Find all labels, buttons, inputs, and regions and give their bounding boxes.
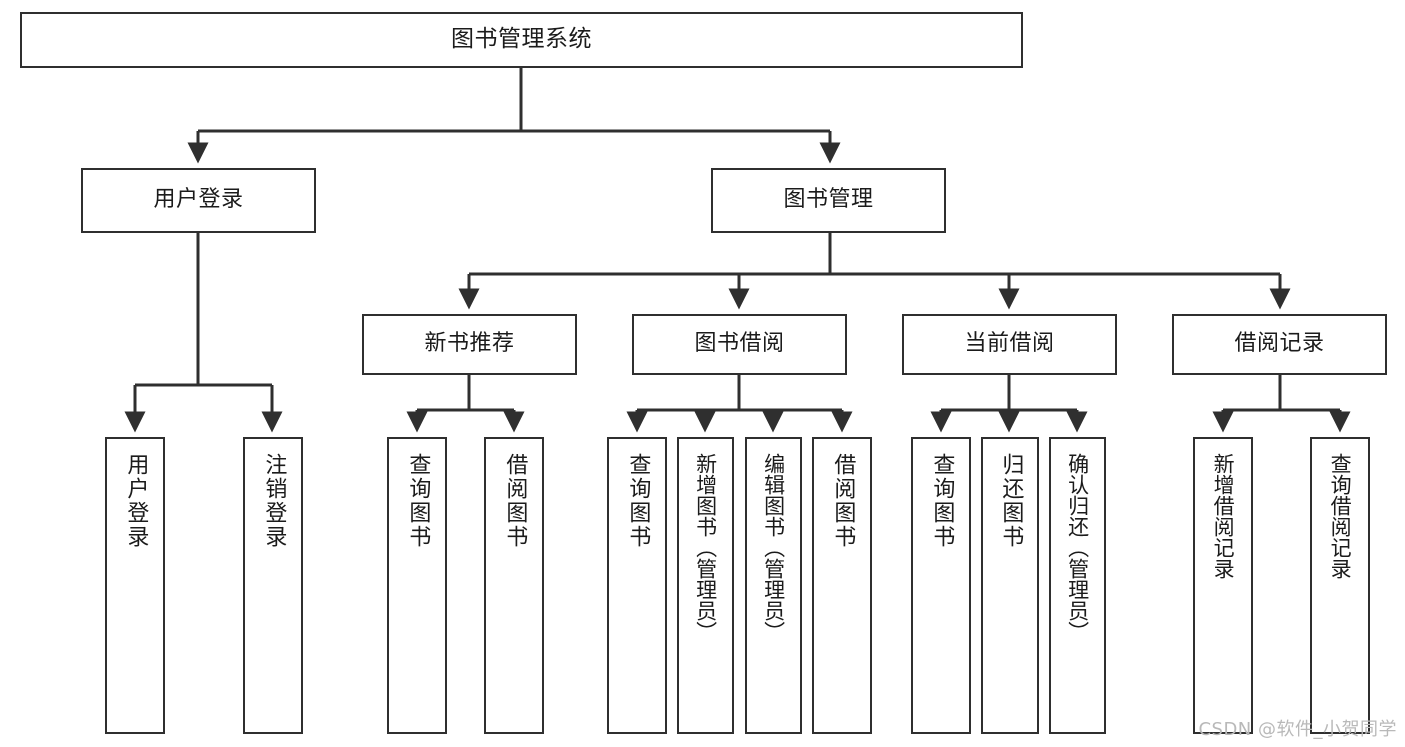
node-label: 借阅图书 (830, 453, 856, 549)
node-leaf-query-book-recommend[interactable]: 查询图书 (387, 437, 447, 734)
node-label: 用户登录 (153, 187, 244, 213)
node-leaf-user-login[interactable]: 用户登录 (105, 437, 165, 734)
node-book-management[interactable]: 图书管理 (711, 168, 946, 233)
node-label: 图书管理系统 (451, 26, 592, 53)
node-label: 新增借阅记录 (1211, 453, 1236, 579)
node-book-management-system[interactable]: 图书管理系统 (20, 12, 1023, 68)
node-leaf-query-book-borrow[interactable]: 查询图书 (607, 437, 667, 734)
node-label: 确认归还（管理员） (1065, 453, 1090, 642)
node-borrow-record[interactable]: 借阅记录 (1172, 314, 1387, 375)
node-leaf-query-book-current[interactable]: 查询图书 (911, 437, 971, 734)
node-label: 用户登录 (123, 453, 149, 549)
node-leaf-logout[interactable]: 注销登录 (243, 437, 303, 734)
node-book-borrow[interactable]: 图书借阅 (632, 314, 847, 375)
node-label: 查询图书 (625, 453, 651, 549)
node-label: 借阅图书 (502, 453, 528, 549)
node-current-borrow[interactable]: 当前借阅 (902, 314, 1117, 375)
node-leaf-confirm-return-admin[interactable]: 确认归还（管理员） (1049, 437, 1106, 734)
node-label: 查询借阅记录 (1328, 453, 1353, 579)
node-leaf-add-book-admin[interactable]: 新增图书（管理员） (677, 437, 734, 734)
node-label: 图书管理 (783, 187, 874, 213)
node-label: 借阅记录 (1234, 331, 1325, 357)
node-new-book-recommend[interactable]: 新书推荐 (362, 314, 577, 375)
node-leaf-borrow-book[interactable]: 借阅图书 (812, 437, 872, 734)
node-label: 新增图书（管理员） (693, 453, 718, 642)
node-user-login[interactable]: 用户登录 (81, 168, 316, 233)
node-leaf-add-borrow-record[interactable]: 新增借阅记录 (1193, 437, 1253, 734)
node-label: 注销登录 (261, 453, 287, 549)
node-label: 归还图书 (998, 453, 1024, 549)
node-label: 新书推荐 (424, 331, 515, 357)
node-leaf-query-borrow-record[interactable]: 查询借阅记录 (1310, 437, 1370, 734)
node-label: 查询图书 (929, 453, 955, 549)
node-label: 当前借阅 (964, 331, 1055, 357)
node-label: 编辑图书（管理员） (761, 453, 786, 642)
csdn-watermark: CSDN @软件_小贺同学 (1198, 719, 1397, 740)
node-leaf-edit-book-admin[interactable]: 编辑图书（管理员） (745, 437, 802, 734)
node-label: 图书借阅 (694, 331, 785, 357)
node-leaf-return-book[interactable]: 归还图书 (981, 437, 1039, 734)
node-label: 查询图书 (405, 453, 431, 549)
node-leaf-borrow-book-recommend[interactable]: 借阅图书 (484, 437, 544, 734)
